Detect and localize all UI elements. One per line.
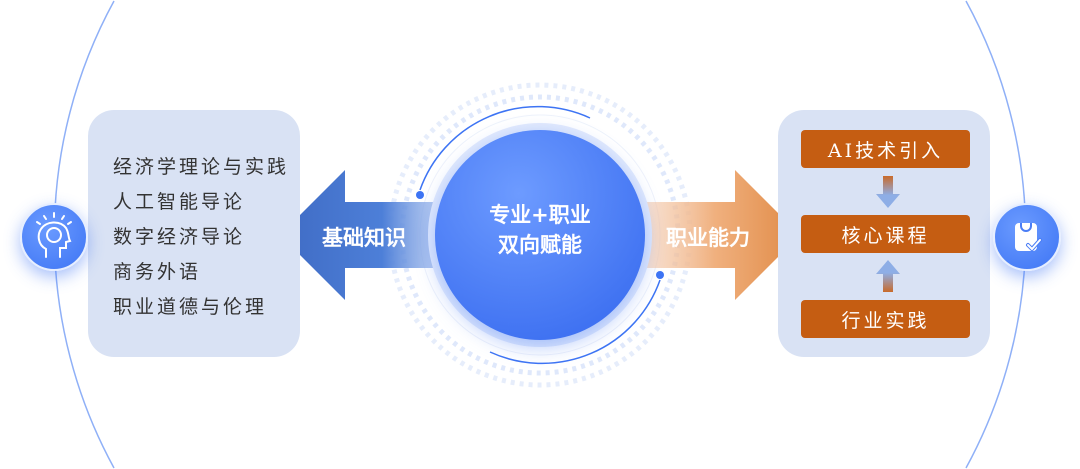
- course-item: 数字经济导论: [113, 226, 246, 248]
- course-item: 人工智能导论: [113, 191, 246, 213]
- center-line-2: 双向赋能: [498, 233, 582, 257]
- ai-technology-box: AI技术引入: [801, 130, 970, 168]
- brain-head-icon: [20, 203, 88, 271]
- orbit-arc-top: [419, 105, 591, 191]
- course-item: 商务外语: [113, 261, 202, 283]
- left-arrow-label: 基础知识: [322, 226, 406, 250]
- course-item: 经济学理论与实践: [113, 156, 290, 178]
- right-arrow-label: 职业能力: [666, 226, 750, 250]
- right-arrow: [630, 170, 800, 300]
- center-line-1: 专业+职业: [489, 203, 591, 227]
- left-panel: 经济学理论与实践 人工智能导论 数字经济导论 商务外语 职业道德与伦理: [88, 110, 300, 357]
- orbit-arc-bottom: [489, 279, 661, 365]
- center-text: 专业+职业 双向赋能: [435, 200, 645, 260]
- arrow-down-icon: [876, 176, 900, 208]
- arrow-up-icon: [876, 260, 900, 292]
- course-item: 职业道德与伦理: [113, 296, 268, 318]
- left-arrow: [280, 170, 450, 300]
- core-courses-box: 核心课程: [801, 215, 970, 253]
- industry-practice-box: 行业实践: [801, 300, 970, 338]
- checklist-icon: [993, 203, 1061, 271]
- right-panel: AI技术引入 核心课程 行业实践: [778, 110, 990, 357]
- center-circle: [435, 130, 645, 340]
